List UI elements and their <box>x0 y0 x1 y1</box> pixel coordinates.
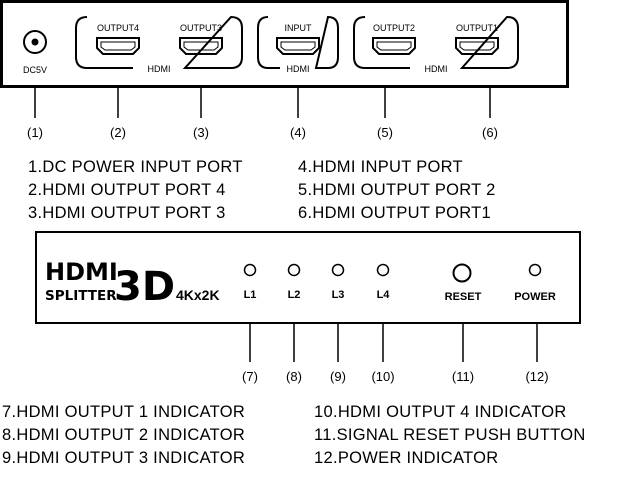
hdmi-group1-label: HDMI <box>148 64 171 74</box>
front-legend-item-10: 10.HDMI OUTPUT 4 INDICATOR <box>314 403 567 421</box>
led-l1 <box>243 263 257 277</box>
back-legend-item-3: 3.HDMI OUTPUT PORT 3 <box>28 204 226 222</box>
back-panel <box>0 0 569 88</box>
front-legend-item-9: 9.HDMI OUTPUT 3 INDICATOR <box>2 449 246 467</box>
led-l2 <box>287 263 301 277</box>
callout-5: (5) <box>377 125 393 140</box>
callout-8: (8) <box>286 369 302 384</box>
dc-label: DC5V <box>23 65 47 75</box>
callout-7: (7) <box>242 369 258 384</box>
callout-9: (9) <box>330 369 346 384</box>
led-l3 <box>331 263 345 277</box>
reset-button <box>452 263 472 283</box>
callout-4: (4) <box>290 125 306 140</box>
label-l3: L3 <box>332 289 345 301</box>
callout-11: (11) <box>452 369 474 384</box>
output1-label: OUTPUT1 <box>456 23 498 33</box>
callout-1: (1) <box>27 125 43 140</box>
front-leader-lines <box>249 323 538 362</box>
front-legend-item-8: 8.HDMI OUTPUT 2 INDICATOR <box>2 426 246 444</box>
label-l4: L4 <box>377 289 391 301</box>
label-l1: L1 <box>244 289 257 301</box>
input-label: INPUT <box>285 23 313 33</box>
hdmi-group2-frame <box>353 15 519 69</box>
back-legend-item-4: 4.HDMI INPUT PORT <box>298 158 463 176</box>
brand-splitter: SPLITTER <box>45 288 117 304</box>
hdmi-input-frame <box>257 15 339 69</box>
hdmi-port-output1 <box>455 37 499 55</box>
front-legend-item-11: 11.SIGNAL RESET PUSH BUTTON <box>314 426 586 444</box>
back-legend-item-6: 6.HDMI OUTPUT PORT1 <box>298 204 492 222</box>
front-legend-item-12: 12.POWER INDICATOR <box>314 449 499 467</box>
led-l4 <box>376 263 390 277</box>
label-power: POWER <box>514 291 556 303</box>
label-reset: RESET <box>445 291 482 303</box>
output3-label: OUTPUT3 <box>180 23 222 33</box>
output4-label: OUTPUT4 <box>97 23 139 33</box>
back-legend-item-1: 1.DC POWER INPUT PORT <box>28 158 243 176</box>
back-legend-item-2: 2.HDMI OUTPUT PORT 4 <box>28 181 226 199</box>
back-leader-lines <box>34 86 491 118</box>
hdmi-port-output2 <box>372 37 416 55</box>
callout-12: (12) <box>525 369 548 384</box>
brand-3d: 3D <box>114 264 175 310</box>
hdmi-port-output3 <box>179 37 223 55</box>
dc-jack <box>23 30 47 54</box>
brand-hdmi: HDMI <box>45 258 118 286</box>
label-l2: L2 <box>288 289 301 301</box>
front-legend-item-7: 7.HDMI OUTPUT 1 INDICATOR <box>2 403 246 421</box>
callout-6: (6) <box>482 125 498 140</box>
hdmi-group1-frame <box>75 15 243 69</box>
hdmi-port-input <box>276 37 320 55</box>
back-legend-item-5: 5.HDMI OUTPUT PORT 2 <box>298 181 496 199</box>
output2-label: OUTPUT2 <box>373 23 415 33</box>
hdmi-port-output4 <box>96 37 140 55</box>
callout-10: (10) <box>371 369 394 384</box>
power-led <box>528 263 542 277</box>
front-panel <box>35 231 581 324</box>
callout-3: (3) <box>193 125 209 140</box>
hdmi-group2-label: HDMI <box>425 64 448 74</box>
hdmi-input-label: HDMI <box>287 64 310 74</box>
callout-2: (2) <box>110 125 126 140</box>
brand-resolution: 4Kx2K <box>176 287 220 303</box>
